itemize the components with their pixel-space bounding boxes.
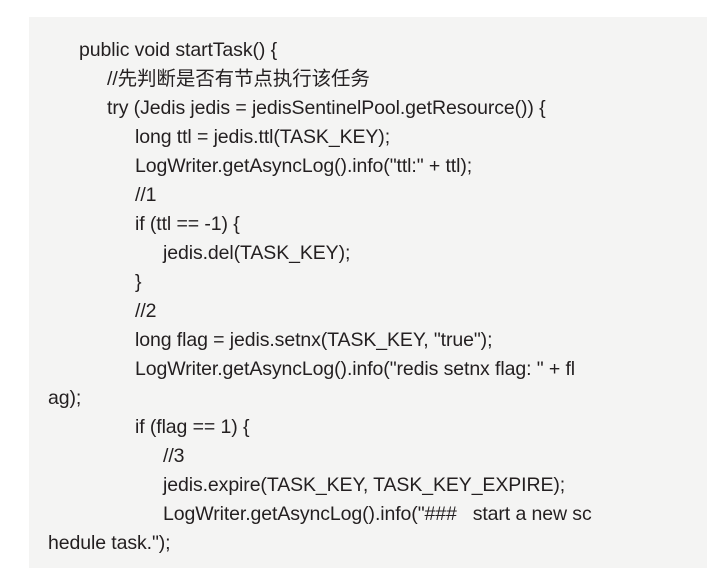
code-line: LogWriter.getAsyncLog().info("ttl:" + tt… (135, 155, 473, 177)
code-line: LogWriter.getAsyncLog().info("redis setn… (135, 358, 575, 380)
code-line: jedis.expire(TASK_KEY, TASK_KEY_EXPIRE); (163, 474, 566, 496)
code-line: jedis.del(TASK_KEY); (163, 242, 351, 264)
code-line: //先判断是否有节点执行该任务 (107, 68, 370, 90)
code-line: if (flag == 1) { (135, 416, 250, 438)
code-block-panel: public void startTask() { //先判断是否有节点执行该任务… (29, 17, 707, 568)
code-line: public void startTask() { (79, 39, 277, 61)
code-line-list: public void startTask() { //先判断是否有节点执行该任务… (29, 17, 707, 558)
code-line: //3 (163, 445, 185, 467)
code-line: try (Jedis jedis = jedisSentinelPool.get… (107, 97, 546, 119)
code-line: if (ttl == -1) { (135, 213, 240, 235)
code-line: //1 (135, 184, 157, 206)
code-line: long ttl = jedis.ttl(TASK_KEY); (135, 126, 391, 148)
code-line: ag); (48, 387, 82, 409)
code-line: long flag = jedis.setnx(TASK_KEY, "true"… (135, 329, 493, 351)
code-line: } (135, 271, 142, 293)
code-line: //2 (135, 300, 157, 322)
code-line: hedule task."); (48, 532, 171, 554)
code-line: LogWriter.getAsyncLog().info("### start … (163, 503, 592, 525)
